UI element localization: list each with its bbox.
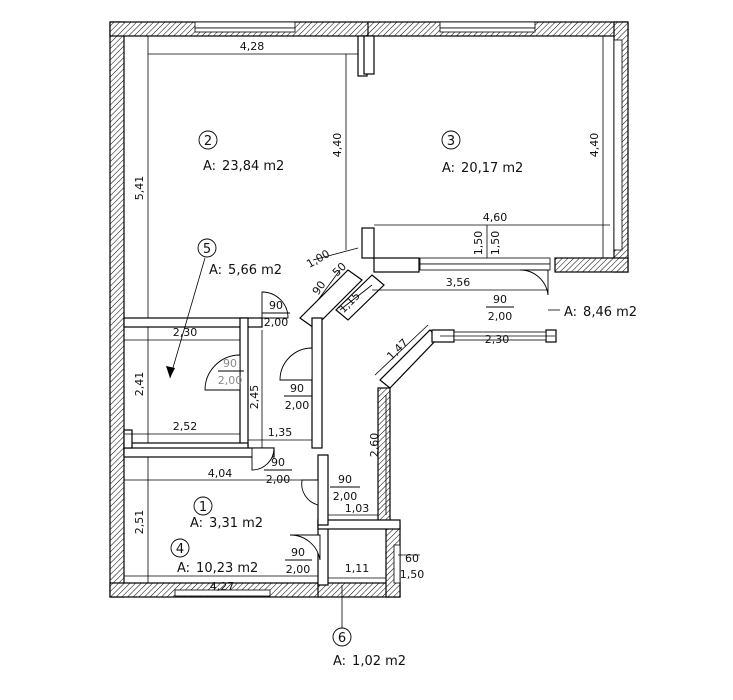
dim-room3-height: 4,40 — [588, 133, 601, 158]
dim-room4-width-bottom: 4,27 — [210, 580, 235, 593]
room-number-6: 6 — [338, 631, 346, 646]
door-swing-wc — [289, 534, 321, 561]
dim-corridor-width: 1,35 — [268, 426, 293, 439]
inner-walls — [123, 35, 557, 586]
door-label-entrance: 90 2,00 — [486, 293, 514, 323]
area-label-room1: A:3,31 m2 — [190, 516, 263, 531]
door-height-room2: 2,00 — [264, 316, 289, 329]
dim-room5-bottom: 2,52 — [173, 420, 198, 433]
dim-room3-ledge-right: 1,50 — [489, 231, 502, 256]
door-label-bath: 90 2,00 — [330, 473, 360, 503]
area-label-room4: A:10,23 m2 — [177, 561, 258, 576]
door-width-bath: 90 — [338, 473, 352, 486]
door-label-room2: 90 2,00 — [262, 299, 290, 329]
door-width-wc: 90 — [291, 546, 305, 559]
area-label-room6: A:1,02 m2 — [333, 654, 406, 669]
door-label-room5: 90 2,00 — [218, 357, 244, 387]
room-number-1: 1 — [199, 500, 207, 515]
door-swing-bath — [301, 479, 319, 506]
dim-wc-width: 1,11 — [345, 562, 370, 575]
area-label-hall: A:8,46 m2 — [564, 305, 637, 320]
room-number-2: 2 — [204, 134, 212, 149]
room-marker-6 — [332, 627, 352, 647]
door-label-corridor: 90 2,00 — [284, 382, 312, 412]
dim-window-60: 60 — [405, 552, 419, 565]
door-swing-room2 — [261, 291, 289, 319]
dimension-lines — [124, 36, 610, 583]
dim-hall-356: 3,56 — [446, 276, 471, 289]
door-label-wc: 90 2,00 — [285, 546, 312, 576]
door-height-corridor: 2,00 — [285, 399, 310, 412]
area-labels: A:23,84 m2 A:20,17 m2 A:5,66 m2 A:8,46 m… — [177, 159, 637, 669]
door-width-room4: 90 — [271, 456, 285, 469]
door-width-room5: 90 — [223, 357, 237, 370]
room-markers: 2 3 5 1 4 6 — [170, 130, 461, 647]
door-label-room4: 90 2,00 — [264, 456, 292, 486]
dim-corridor-height: 2,45 — [248, 385, 261, 410]
door-swing-room5 — [204, 354, 241, 391]
door-labels: 90 2,00 90 2,00 90 2,00 90 2,00 90 2,00 … — [218, 293, 514, 576]
room-marker-1 — [193, 496, 213, 516]
door-swing-corridor — [279, 347, 313, 381]
room-number-3: 3 — [447, 134, 455, 149]
door-width-room2: 90 — [269, 299, 283, 312]
dim-room4-height: 2,51 — [133, 510, 146, 535]
door-width-entrance: 90 — [493, 293, 507, 306]
door-swing-entrance — [519, 269, 549, 296]
dim-room3-ledge-left: 1,50 — [472, 231, 485, 256]
dim-room5-top: 2,30 — [173, 326, 198, 339]
area-label-room3: A:20,17 m2 — [442, 161, 523, 176]
window-room3 — [439, 21, 536, 29]
leader-lines — [166, 257, 560, 628]
window-room4 — [174, 589, 271, 597]
dim-room4-width-top: 4,04 — [208, 467, 233, 480]
door-height-room4: 2,00 — [266, 473, 291, 486]
dim-diag-100: 1,00 — [304, 247, 332, 271]
room-number-4: 4 — [176, 542, 184, 557]
room-marker-4 — [170, 538, 190, 558]
windows — [174, 21, 623, 597]
dim-hall-260: 2,60 — [368, 433, 381, 458]
dim-room5-height: 2,41 — [133, 372, 146, 397]
window-room3-side — [613, 39, 623, 251]
window-balcony — [419, 257, 551, 265]
door-width-corridor: 90 — [290, 382, 304, 395]
dim-room2-inner-height: 4,40 — [331, 133, 344, 158]
dim-bath-103: 1,03 — [345, 502, 370, 515]
dim-room2-height: 5,41 — [133, 176, 146, 201]
door-height-wc: 2,00 — [286, 563, 311, 576]
dim-room2-width: 4,28 — [240, 40, 265, 53]
area-label-room2: A:23,84 m2 — [203, 159, 284, 174]
window-bath — [393, 544, 401, 584]
door-height-entrance: 2,00 — [488, 310, 513, 323]
door-height-bath: 2,00 — [333, 490, 358, 503]
door-swing-room4 — [251, 447, 275, 471]
window-room2 — [194, 21, 296, 29]
room-marker-3 — [441, 130, 461, 150]
area-label-room5: A:5,66 m2 — [209, 263, 282, 278]
room-number-5: 5 — [203, 242, 211, 257]
room-marker-2 — [198, 130, 218, 150]
dim-room3-width: 4,60 — [483, 211, 508, 224]
door-height-room5: 2,00 — [218, 374, 243, 387]
dim-hall-230: 2,30 — [485, 333, 510, 346]
room-marker-5 — [197, 238, 217, 258]
dim-window-150: 1,50 — [400, 568, 425, 581]
